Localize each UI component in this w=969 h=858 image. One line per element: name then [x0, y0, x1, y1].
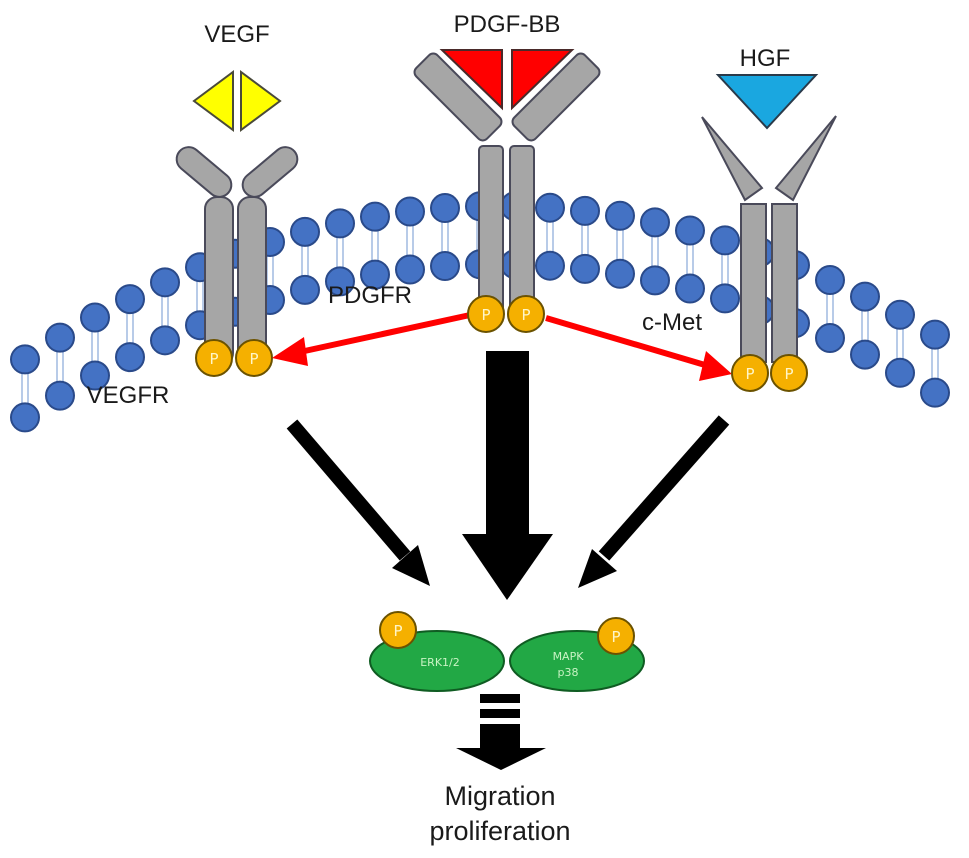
- lipid-head-inner: [570, 253, 600, 284]
- lipid-head-inner: [430, 251, 460, 282]
- lipid-head-outer: [920, 319, 950, 350]
- outcome-line-2: proliferation: [429, 816, 570, 846]
- vegfr-phospho-right: P: [235, 339, 273, 377]
- lipid-head-outer: [45, 322, 75, 353]
- lipid-head-inner: [885, 357, 915, 388]
- vegfr-receptor: [175, 146, 299, 366]
- pdgf-ligand-right-half: [511, 49, 575, 111]
- lipid-head-inner: [360, 259, 390, 290]
- cmet-phospho-right: P: [770, 354, 808, 392]
- lipid-head-inner: [80, 360, 110, 391]
- hgf-label: HGF: [740, 45, 791, 72]
- cmet-phospho-left: P: [731, 354, 769, 392]
- outcome-arrow-shaft: [480, 724, 520, 749]
- lipid-head-outer: [360, 201, 390, 232]
- pdgfr-ecd-right: [511, 52, 601, 142]
- mapk-phospho: P: [597, 617, 635, 655]
- vegfr-phospho-left: P: [195, 339, 233, 377]
- mapk-label: MAPK: [553, 650, 585, 663]
- erk-phospho: P: [379, 611, 417, 649]
- lipid-head-outer: [885, 299, 915, 330]
- phospho-label: P: [393, 622, 402, 640]
- phospho-label: P: [521, 306, 530, 324]
- hgf-ligand: [715, 74, 819, 130]
- lipid-head-inner: [290, 274, 320, 305]
- lipid-head-inner: [850, 339, 880, 370]
- pdgfr-to-vegfr-arrow: [272, 312, 471, 366]
- outcome-arrow-bar-2: [480, 709, 520, 718]
- lipid-head-outer: [395, 196, 425, 227]
- lipid-head-inner: [10, 402, 40, 433]
- outcome-arrow-head: [456, 748, 546, 770]
- vegf-ligand-left-half: [192, 70, 234, 132]
- cmet-tm-right: [771, 203, 798, 363]
- pdgf-ligand-left-half: [439, 49, 503, 111]
- pdgfr-phospho-left: P: [467, 295, 505, 333]
- lipid-head-inner: [45, 380, 75, 411]
- lipid-head-inner: [605, 258, 635, 289]
- lipid-head-outer: [430, 193, 460, 224]
- phospho-label: P: [745, 365, 754, 383]
- vegf-label: VEGF: [204, 21, 269, 48]
- erk-label: ERK1/2: [420, 656, 460, 669]
- pdgfr-label: PDGFR: [328, 282, 412, 309]
- lipid-head-inner: [710, 283, 740, 314]
- phospho-label: P: [209, 350, 218, 368]
- cmet-label: c-Met: [642, 309, 702, 336]
- lipid-head-outer: [570, 195, 600, 226]
- lipid-head-outer: [675, 215, 705, 246]
- pdgf-bb-label: PDGF-BB: [454, 11, 561, 38]
- cmet-ecd-right: [774, 115, 837, 202]
- lipid-head-outer: [605, 200, 635, 231]
- vegfr-ecd-left: [175, 146, 233, 198]
- lipid-head-inner: [535, 250, 565, 281]
- lipid-head-outer: [850, 281, 880, 312]
- cmet-to-mapk-arrow: [578, 415, 730, 588]
- lipid-head-inner: [115, 342, 145, 373]
- phospho-label: P: [481, 306, 490, 324]
- pdgfr-ecd-left: [413, 52, 503, 142]
- phospho-label: P: [249, 350, 258, 368]
- lipid-head-outer: [115, 284, 145, 315]
- lipid-head-outer: [10, 344, 40, 375]
- pdgfr-to-kinases-arrow: [462, 351, 553, 600]
- pdgfr-phospho-right: P: [507, 295, 545, 333]
- phospho-label: P: [784, 365, 793, 383]
- pdgfr-to-cmet-arrow: [545, 315, 732, 381]
- vegf-ligand-right-half: [240, 70, 282, 132]
- cmet-ecd-left: [701, 116, 764, 202]
- lipid-head-outer: [640, 207, 670, 238]
- outcome-arrow-bar-1: [480, 694, 520, 703]
- cmet-tm-left: [740, 203, 767, 363]
- lipid-head-inner: [395, 254, 425, 285]
- outcome-arrow: [456, 694, 546, 770]
- vegfr-ecd-right: [241, 146, 299, 198]
- vegf-ligand: [192, 70, 282, 132]
- pdgfr-tm-left: [478, 145, 504, 315]
- lipid-head-inner: [150, 325, 180, 356]
- outcome-line-1: Migration: [444, 781, 555, 811]
- pdgf-bb-ligand: [439, 49, 575, 111]
- lipid-head-inner: [815, 323, 845, 354]
- lipid-head-outer: [290, 216, 320, 247]
- lipid-head-outer: [535, 192, 565, 223]
- lipid-head-inner: [325, 266, 355, 297]
- p38-label: p38: [558, 666, 579, 679]
- lipid-head-outer: [150, 267, 180, 298]
- lipid-head-outer: [325, 208, 355, 239]
- lipid-head-outer: [710, 225, 740, 256]
- vegfr-to-erk-arrow: [286, 419, 430, 586]
- lipid-head-inner: [920, 377, 950, 408]
- lipid-head-inner: [640, 265, 670, 296]
- pdgfr-tm-right: [509, 145, 535, 315]
- phospho-label: P: [611, 628, 620, 646]
- lipid-head-outer: [815, 265, 845, 296]
- vegfr-label: VEGFR: [87, 382, 170, 409]
- lipid-head-inner: [675, 273, 705, 304]
- lipid-head-outer: [80, 302, 110, 333]
